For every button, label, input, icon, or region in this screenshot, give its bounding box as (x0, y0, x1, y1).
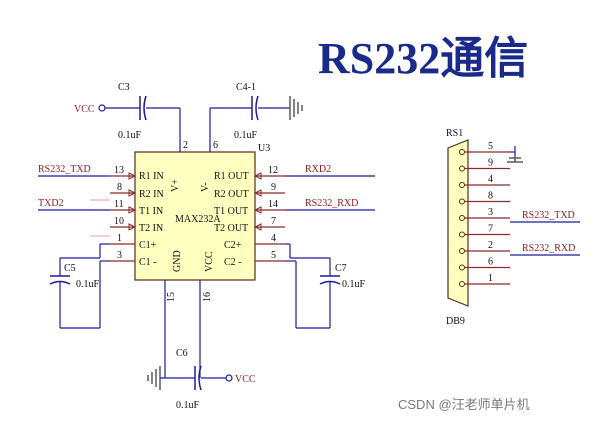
ic-pin-num-11: 11 (114, 199, 124, 210)
capacitor-c5: C5 0.1uF (49, 258, 100, 328)
ic-label-t1out: T1 OUT (214, 206, 248, 217)
ic-ref: U3 (258, 143, 270, 154)
capacitor-c7: C7 0.1uF (319, 258, 366, 328)
c3-ref: C3 (118, 82, 130, 93)
vcc-bottom-node: VCC (225, 374, 256, 385)
net-rs232-txd-left: RS232_TXD (38, 164, 91, 175)
db9-pin-num: 3 (488, 207, 493, 218)
ic-right-pins: 12 9 14 7 4 5 (253, 165, 285, 262)
ic-pin-num-5: 5 (271, 250, 276, 261)
net-rs232-rxd-mid: RS232_RXD (305, 198, 358, 209)
c7-value: 0.1uF (342, 279, 366, 290)
ic-pin-num-7: 7 (271, 216, 276, 227)
c5-ref: C5 (64, 263, 76, 274)
c6-value: 0.1uF (176, 400, 200, 411)
ic-max232a: U3 MAX232A V+ V- GND VCC R1 IN R2 IN T1 … (134, 143, 270, 281)
ic-label-r1out: R1 OUT (214, 171, 249, 182)
ic-pin-num-2: 2 (183, 140, 188, 151)
ic-label-r2out: R2 OUT (214, 189, 249, 200)
db9-pin-num: 6 (488, 257, 493, 268)
c4-1-ref: C4-1 (236, 82, 256, 93)
db9-pin-num: 7 (488, 224, 493, 235)
net-rs232-rxd-db9: RS232_RXD (522, 243, 575, 254)
ic-pin-num-12: 12 (268, 165, 278, 176)
db9-pin-dot (459, 248, 465, 254)
ic-label-c2minus: C2 - (224, 257, 242, 268)
c3-value: 0.1uF (118, 130, 142, 141)
ic-pin-num-13: 13 (114, 165, 124, 176)
ground-icon (289, 96, 303, 120)
ic-label-t2in: T2 IN (139, 223, 163, 234)
ic-pin-num-16: 16 (202, 292, 213, 302)
ic-label-r1in: R1 IN (139, 171, 164, 182)
ic-pin-num-14: 14 (268, 199, 278, 210)
vcc-top-label: VCC (74, 104, 95, 115)
connector-ref: RS1 (446, 128, 463, 139)
ic-label-vcc: VCC (204, 251, 215, 272)
db9-pin-dot (459, 215, 465, 221)
db9-pin-num: 1 (488, 273, 493, 284)
ic-pin-num-1: 1 (117, 233, 122, 244)
db9-pin-dot (459, 198, 465, 205)
ic-label-vplus: V+ (170, 179, 181, 192)
db9-pin-dot (459, 264, 465, 271)
db9-pin-dot (459, 281, 465, 287)
ic-name: MAX232A (175, 214, 221, 225)
capacitor-c6: C6 0.1uF (176, 348, 202, 411)
c7-ref: C7 (335, 263, 347, 274)
ic-label-t2out: T2 OUT (214, 223, 248, 234)
ground-icon (507, 146, 523, 163)
db9-pin-dot (459, 149, 465, 155)
ic-pin-num-3: 3 (117, 250, 122, 261)
ic-pin-num-15: 15 (166, 292, 177, 302)
watermark: CSDN @汪老师单片机 (398, 397, 530, 412)
db9-pin-num: 2 (488, 240, 493, 251)
db9-pin-num: 4 (488, 174, 493, 185)
ic-left-pins: 13 8 11 10 1 3 (110, 165, 137, 262)
ic-label-r2in: R2 IN (139, 189, 164, 200)
ic-pin-num-8: 8 (117, 182, 122, 193)
vcc-top-node: VCC (74, 104, 106, 115)
ic-label-c1plus: C1+ (139, 240, 157, 251)
ic-label-gnd: GND (172, 250, 183, 272)
ic-pin-num-6: 6 (213, 140, 218, 151)
capacitor-c3: C3 0.1uF (118, 82, 147, 141)
db9-pin-num: 5 (488, 141, 493, 152)
net-rxd2: RXD2 (305, 164, 331, 175)
db9-pin-dot (459, 182, 465, 188)
db9-connector: 5 9 4 8 3 7 2 6 1 (447, 139, 515, 307)
diagram-title: RS232通信 (318, 34, 529, 83)
ic-pin-num-9: 9 (271, 182, 276, 193)
db9-pin-dot (459, 165, 465, 172)
c5-value: 0.1uF (76, 279, 100, 290)
ic-pin-num-4: 4 (271, 233, 276, 244)
connector-type: DB9 (446, 316, 465, 327)
db9-pin-num: 8 (488, 191, 493, 202)
ic-label-vminus: V- (200, 182, 211, 192)
db9-pin-num: 9 (488, 158, 493, 169)
c4-1-value: 0.1uF (234, 130, 258, 141)
ic-pin-num-10: 10 (114, 216, 124, 227)
ic-label-c1minus: C1 - (139, 257, 157, 268)
capacitor-c4-1: C4-1 0.1uF (234, 82, 259, 141)
net-txd2: TXD2 (38, 198, 64, 209)
ic-label-t1in: T1 IN (139, 206, 163, 217)
ground-icon (147, 366, 161, 390)
ic-label-c2plus: C2+ (224, 240, 242, 251)
net-rs232-txd-db9: RS232_TXD (522, 210, 575, 221)
vcc-bottom-label: VCC (235, 374, 256, 385)
db9-pin-dot (459, 231, 465, 238)
c6-ref: C6 (176, 348, 188, 359)
